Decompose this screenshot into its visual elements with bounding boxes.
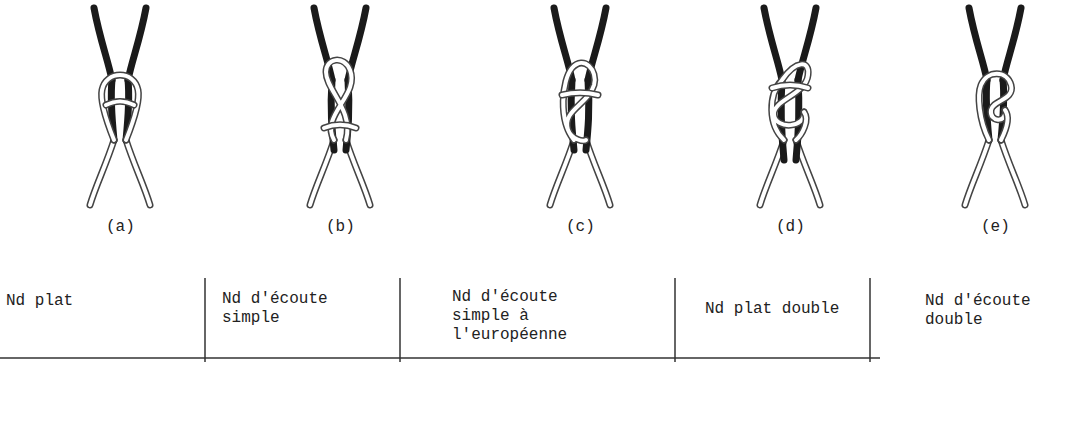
figure-letter: (e) (981, 218, 1010, 237)
table-cell: Nd plat double (705, 300, 839, 319)
table-cell: Nd d'écoute double (925, 292, 1050, 330)
knot-b (310, 8, 370, 205)
table-cell: Nd d'écoute simple à l'européenne (452, 288, 587, 346)
knot-e (965, 8, 1025, 205)
figure-letter: (a) (106, 218, 135, 237)
table-rules (0, 278, 880, 362)
figure-letter: (b) (326, 218, 355, 237)
table-cell: Nd d'écoute simple (222, 290, 347, 328)
knot-c (550, 8, 610, 205)
knot-a (90, 8, 150, 205)
table-cell: Nd plat (6, 292, 186, 311)
figure-letter: (d) (776, 218, 805, 237)
figure-letter: (c) (566, 218, 595, 237)
knot-d (760, 8, 820, 205)
